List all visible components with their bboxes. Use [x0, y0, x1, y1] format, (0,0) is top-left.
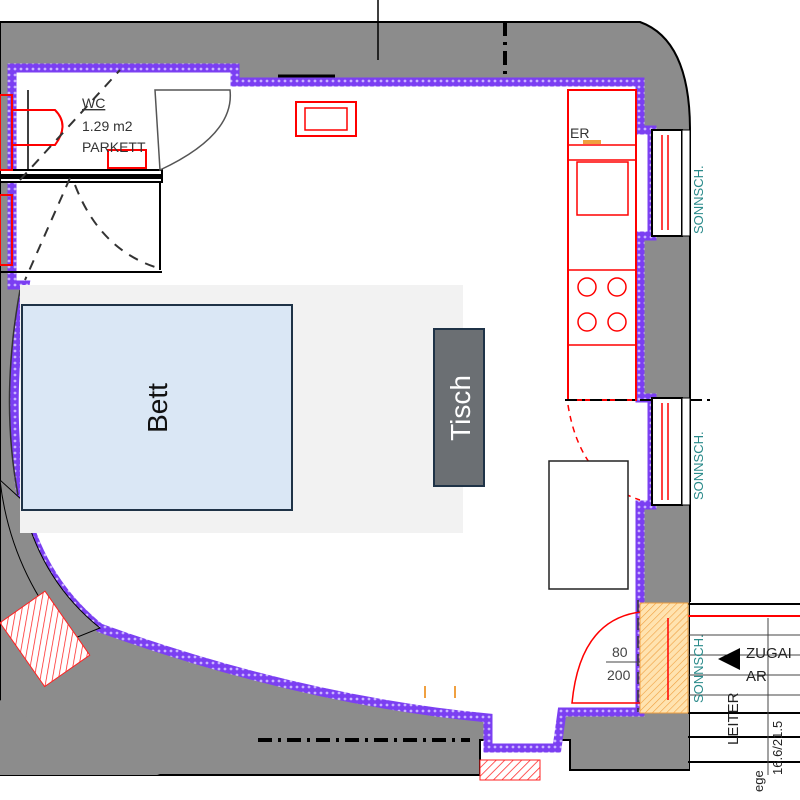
- window-1-label: SONNSCH.: [691, 165, 706, 234]
- window-2: SONNSCH.: [651, 397, 706, 506]
- wc-room-floor: PARKETT: [82, 139, 146, 155]
- wc-door-swing: [154, 89, 231, 172]
- bed-label: Bett: [142, 383, 173, 433]
- wc-room-area: 1.29 m2: [82, 118, 133, 134]
- stair-access-label: ZUGAI: [746, 645, 792, 662]
- wc-room-name: WC: [82, 95, 105, 111]
- door-width: 80: [612, 644, 628, 660]
- kitchen-sink: [576, 161, 629, 216]
- window-2-label: SONNSCH.: [691, 431, 706, 500]
- table-label: Tisch: [445, 375, 476, 441]
- hatched-wall-segment: [0, 590, 91, 688]
- toilet-bowl: [12, 109, 64, 146]
- entrance-door[interactable]: 80 200 SONNSCH.: [571, 600, 706, 714]
- stair-partial-label: ege: [751, 770, 766, 792]
- wc-sink: [107, 149, 147, 169]
- curved-window-line: [8, 289, 21, 496]
- kitchen-label: ER: [570, 125, 589, 141]
- door-window-label: SONNSCH.: [691, 634, 706, 703]
- window-1: SONNSCH.: [651, 129, 706, 237]
- sink-fixture: [295, 101, 357, 137]
- wc-room: WC 1.29 m2 PARKETT: [0, 69, 231, 281]
- stair-access-sublabel: AR: [746, 668, 767, 685]
- door-height: 200: [607, 667, 631, 683]
- ladder-label: LEITER: [725, 692, 742, 745]
- stair-dimension: 16.6/21.5: [770, 721, 785, 775]
- access-arrow-icon: [718, 648, 740, 670]
- fridge: [548, 460, 629, 590]
- stove-burners: [577, 277, 627, 332]
- toilet-tank: [0, 94, 13, 171]
- bed[interactable]: Bett: [21, 304, 293, 511]
- table[interactable]: Tisch: [433, 328, 485, 487]
- stair-area: ZUGAI AR LEITER 16.6/21.5 ege: [688, 602, 800, 800]
- hatched-wall-segment: [479, 759, 541, 781]
